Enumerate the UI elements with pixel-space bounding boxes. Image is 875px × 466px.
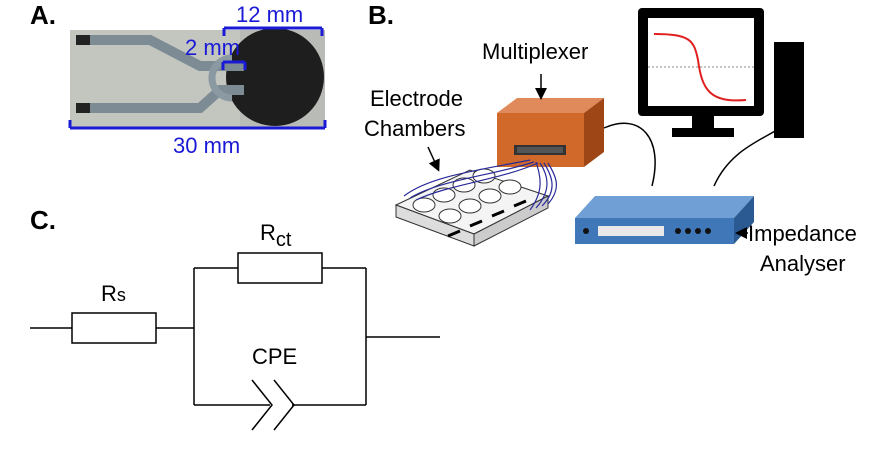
dimension-12mm-label: 12 mm (236, 2, 303, 27)
constant-phase-element (251, 379, 295, 431)
counter-electrode-ring (208, 54, 233, 102)
working-electrode-disc (226, 28, 324, 126)
panel-b: B. Multiplexer (364, 0, 857, 276)
rs-label: Rs (101, 281, 126, 306)
impedance-curve (653, 33, 747, 102)
panel-c-letter: C. (30, 205, 56, 235)
electrode-connectors (447, 199, 527, 238)
circuit-wires (30, 267, 440, 406)
electrode-chamber-plate (394, 168, 550, 247)
cable-multiplexer-analyser (603, 122, 656, 187)
impedance-analyser-label-line2: Analyser (760, 251, 846, 276)
computer-tower (774, 42, 804, 138)
electrode-chambers-label-line2: Chambers (364, 116, 465, 141)
computer-monitor (638, 8, 764, 137)
electrode-photo (70, 28, 325, 128)
dimension-2mm: 2 mm (185, 35, 247, 70)
dimension-30mm-label: 30 mm (173, 133, 240, 158)
electrode-wires (403, 159, 557, 211)
multiplexer-label: Multiplexer (482, 39, 588, 64)
panel-a: A. 12 mm 2 mm (30, 0, 327, 158)
impedance-analyser (575, 196, 754, 244)
electrode-chambers-label-line1: Electrode (370, 86, 463, 111)
electrode-track-lower (76, 85, 244, 113)
impedance-analyser-label-line1: Impedance (748, 221, 857, 246)
panel-a-letter: A. (30, 0, 56, 30)
resistor-rs (71, 312, 157, 344)
cable-computer-analyser (713, 127, 781, 187)
cpe-label: CPE (252, 344, 297, 369)
resistor-rct (237, 252, 323, 284)
panel-b-letter: B. (368, 0, 394, 30)
dimension-12mm: 12 mm (222, 2, 324, 36)
dimension-2mm-label: 2 mm (185, 35, 240, 60)
electrode-chambers-arrow (427, 146, 440, 172)
multiplexer-box (497, 98, 604, 167)
panel-c: C. Rs Rct CPE (30, 205, 440, 431)
rct-label: Rct (260, 220, 292, 251)
chamber-wells (412, 168, 522, 224)
dimension-30mm: 30 mm (68, 120, 327, 158)
